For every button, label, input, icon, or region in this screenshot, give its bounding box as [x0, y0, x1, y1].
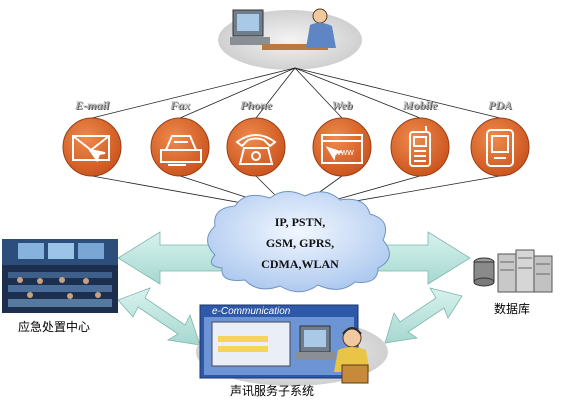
- channel-phone: [226, 117, 286, 177]
- envelope-icon: [72, 135, 110, 163]
- channel-mobile: [390, 117, 450, 177]
- database-label: 数据库: [494, 302, 531, 316]
- cloud-line-2: GSM, GPRS,: [265, 236, 335, 250]
- channel-label-email: E-mail: [74, 98, 109, 112]
- channel-email: [62, 117, 122, 177]
- svg-text:www: www: [333, 147, 354, 157]
- channel-pda: [470, 117, 530, 177]
- mobile-phone-icon: [409, 126, 431, 167]
- channel-label-web: Web: [331, 98, 353, 112]
- fax-icon: [160, 135, 202, 166]
- telephone-icon: [235, 134, 277, 165]
- pda-icon: [486, 129, 514, 167]
- emergency-center-label: 应急处置中心: [18, 320, 91, 334]
- voice-subsystem-illustration: [196, 304, 388, 386]
- channel-label-phone: Phone: [239, 98, 272, 112]
- diagonal-arrow-left: [117, 287, 201, 346]
- channel-label-fax: Fax: [169, 98, 190, 112]
- channel-label-pda: PDA: [488, 98, 512, 112]
- operator-illustration: [218, 8, 362, 70]
- channel-web: www: [312, 117, 372, 177]
- channel-fax: [150, 117, 210, 177]
- database-server-icon: [473, 249, 553, 293]
- web-browser-icon: www: [321, 134, 363, 164]
- diagonal-arrow-right: [384, 287, 463, 344]
- network-cloud: [207, 191, 390, 293]
- top-connection-lines: [91, 67, 501, 119]
- screen-banner: e-Communication: [212, 306, 291, 317]
- cloud-line-1: IP, PSTN,: [274, 215, 326, 229]
- channel-label-mobile: Mobile: [402, 98, 438, 112]
- voice-subsystem-label: 声讯服务子系统: [230, 384, 315, 398]
- cloud-line-3: CDMA,WLAN: [261, 257, 339, 271]
- emergency-center-photo: [2, 239, 118, 313]
